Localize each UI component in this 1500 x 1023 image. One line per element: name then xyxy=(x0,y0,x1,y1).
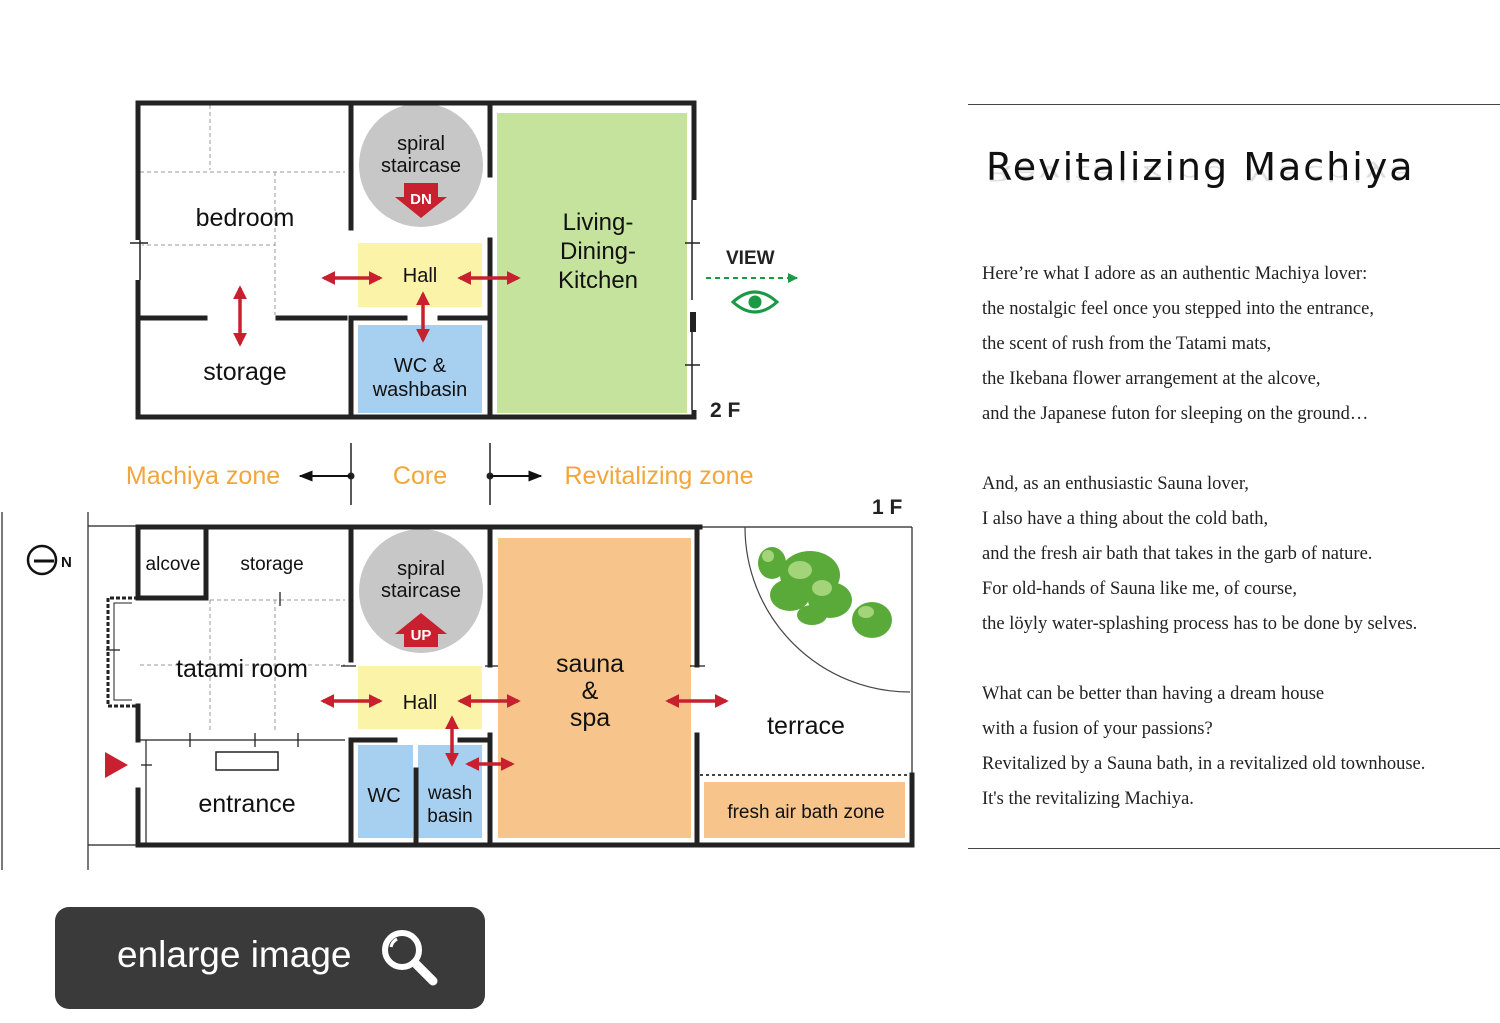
sauna-spa-area xyxy=(498,538,691,838)
zone-label-machiya: Machiya zone xyxy=(126,462,280,490)
zone-label-core: Core xyxy=(393,462,447,490)
eye-icon xyxy=(730,290,780,314)
enlarge-image-label: enlarge image xyxy=(117,934,352,975)
article-line: the nostalgic feel once you stepped into… xyxy=(982,299,1374,319)
compass-icon xyxy=(26,544,58,576)
room-label-fresh-air-bath: fresh air bath zone xyxy=(727,802,884,823)
stair-direction-2f: DN xyxy=(410,191,432,208)
down-arrow-icon xyxy=(395,183,447,218)
room-label-wc-1f: WC xyxy=(367,785,400,807)
living-dining-kitchen-area xyxy=(497,113,687,413)
north-indicator: N xyxy=(26,544,72,576)
room-label-hall-2f: Hall xyxy=(403,265,437,287)
entry-marker-icon xyxy=(105,752,128,778)
article-line: I also have a thing about the cold bath, xyxy=(982,509,1269,529)
room-label-living-dining-kitchen: Living-Dining-Kitchen xyxy=(558,209,638,294)
shoe-step-stone xyxy=(215,751,279,771)
article-title-reflection: Revitalizing Machiya xyxy=(986,160,1415,185)
wc-1f-area xyxy=(358,745,413,838)
article-line: the löyly water-splashing process has to… xyxy=(982,614,1418,634)
room-label-storage-1f: storage xyxy=(240,554,303,575)
first-floor-plan: N xyxy=(1,496,915,870)
room-label-bedroom: bedroom xyxy=(196,204,295,232)
article-line: and the fresh air bath that takes in the… xyxy=(982,544,1373,564)
enlarge-image-button[interactable]: enlarge image xyxy=(55,907,485,1009)
article-paragraph: What can be better than having a dream h… xyxy=(982,677,1497,817)
article-line: And, as an enthusiastic Sauna lover, xyxy=(982,474,1249,494)
magnifier-icon xyxy=(382,930,438,986)
article-line: and the Japanese futon for sleeping on t… xyxy=(982,404,1369,424)
room-label-entrance: entrance xyxy=(198,790,295,818)
room-label-wc-2f: WC &washbasin xyxy=(372,355,468,401)
room-label-sauna-spa: sauna&spa xyxy=(556,650,624,732)
article-line: with a fusion of your passions? xyxy=(982,719,1213,739)
room-label-alcove: alcove xyxy=(146,554,201,575)
zone-legend: Machiya zone Core Revitalizing zone xyxy=(126,443,754,505)
article-paragraph: Here’re what I adore as an authentic Mac… xyxy=(982,257,1497,432)
room-label-storage-2f: storage xyxy=(203,358,286,386)
view-label: VIEW xyxy=(726,248,775,269)
spiral-staircase-2f xyxy=(359,103,483,227)
article-body: Here’re what I adore as an authentic Mac… xyxy=(982,257,1497,852)
stair-direction-1f: UP xyxy=(411,627,432,644)
article-line: What can be better than having a dream h… xyxy=(982,684,1325,704)
floor-label-2f: 2 F xyxy=(710,399,741,422)
article-line: Here’re what I adore as an authentic Mac… xyxy=(982,264,1368,284)
article-paragraph: And, as an enthusiastic Sauna lover, I al… xyxy=(982,467,1497,642)
article-line: Revitalized by a Sauna bath, in a revita… xyxy=(982,754,1426,774)
article-line: It's the revitalizing Machiya. xyxy=(982,789,1194,809)
article-line: the scent of rush from the Tatami mats, xyxy=(982,334,1272,354)
room-label-terrace: terrace xyxy=(767,712,845,740)
article-panel: Revitalizing Machiya Revitalizing Machiy… xyxy=(968,104,1500,849)
article-line: For old-hands of Sauna like me, of cours… xyxy=(982,579,1297,599)
spiral-staircase-1f xyxy=(359,529,483,653)
article-title: Revitalizing Machiya xyxy=(986,145,1415,189)
fresh-air-bath-zone-area xyxy=(704,782,905,838)
floor-label-1f: 1 F xyxy=(872,496,903,519)
article-line: the Ikebana flower arrangement at the al… xyxy=(982,369,1321,389)
room-label-tatami: tatami room xyxy=(176,655,308,683)
up-arrow-icon xyxy=(395,613,447,647)
zone-label-revitalizing: Revitalizing zone xyxy=(565,462,754,490)
north-label: N xyxy=(61,554,72,571)
room-label-hall-1f: Hall xyxy=(403,692,437,714)
plant-icon xyxy=(758,547,892,638)
